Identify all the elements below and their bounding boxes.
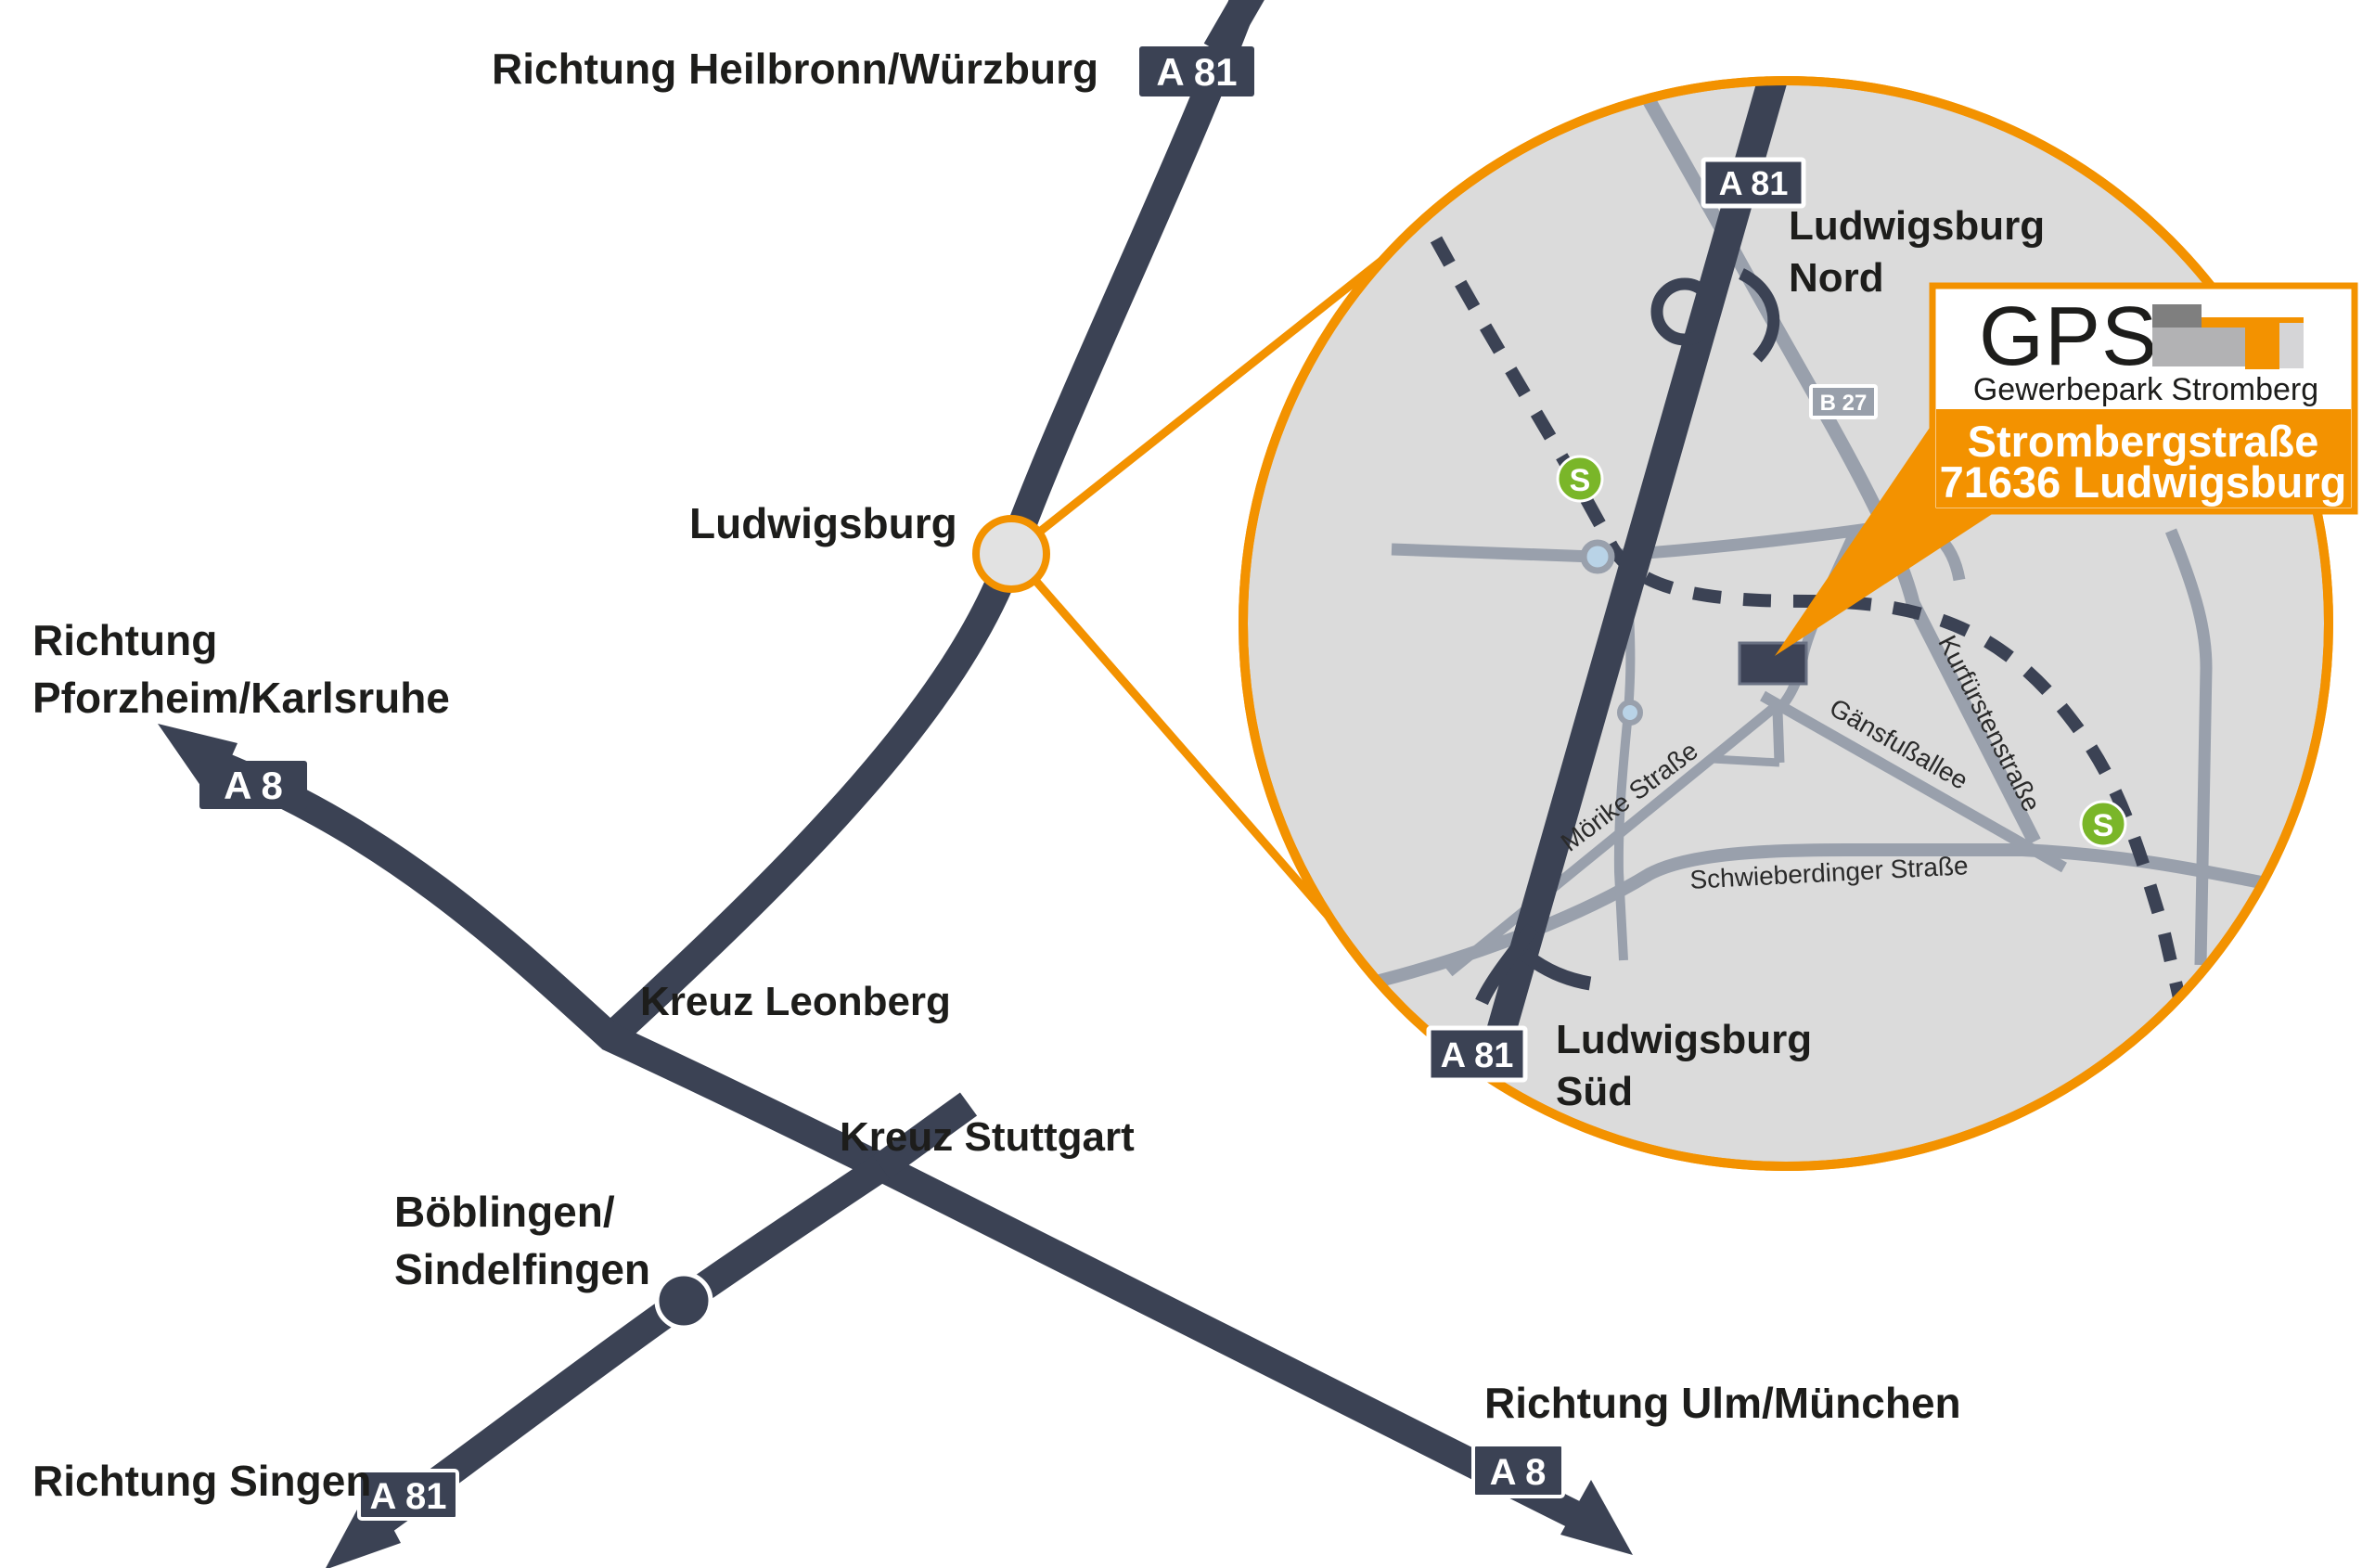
arrowhead-ulm: [1560, 1480, 1633, 1555]
road-moerike: [1445, 703, 1778, 977]
gps-logo-subtitle: Gewerbepark Stromberg: [1973, 372, 2318, 407]
badge-a81-inset-bottom: A 81: [1426, 1025, 1528, 1083]
label-richtung-west-line1: Richtung: [32, 616, 217, 664]
label-richtung-west-line2: Pforzheim/Karlsruhe: [32, 674, 450, 722]
road-a8-east: [874, 1154, 1584, 1529]
building-marker: [1738, 641, 1808, 686]
badge-a81-north-label: A 81: [1156, 50, 1237, 94]
label-kreuz-leonberg: Kreuz Leonberg: [640, 979, 951, 1024]
label-richtung-heilbronn: Richtung Heilbronn/Würzburg: [492, 45, 1098, 93]
badge-a81-inset-top-label: A 81: [1719, 164, 1789, 202]
road-a81-inset: [1449, 81, 1790, 1166]
roundabout-small: [1617, 700, 1643, 726]
label-ludwigsburg-sued-line1: Ludwigsburg: [1556, 1017, 1812, 1062]
badge-b27-label: B 27: [1820, 391, 1868, 416]
sbahn-icon-east-letter: S: [2093, 808, 2114, 843]
callout-address-line1: Strombergstraße: [1968, 417, 2319, 466]
gps-logo-text: GPS: [1979, 290, 2158, 383]
inset-circle-rim: [1239, 76, 2333, 1171]
magnifier-line-bottom: [1029, 574, 1347, 936]
sbahn-icon-north-letter: S: [1570, 463, 1591, 498]
inset-map: A 81 A 81 B 27 Ludwigsburg Nord Ludwigsb…: [1239, 76, 2333, 1171]
label-boeblingen-line2: Sindelfingen: [394, 1245, 650, 1293]
label-richtung-ulm: Richtung Ulm/München: [1484, 1379, 1961, 1427]
magnifier-line-top: [1033, 239, 1406, 538]
interchange-ramps: [1475, 268, 1780, 1006]
badge-a81-south: A 81: [357, 1469, 459, 1521]
railway-line: [1430, 236, 2198, 1052]
label-ludwigsburg-sued-line2: Süd: [1556, 1069, 1633, 1114]
arrowhead-singen: [326, 1485, 401, 1568]
badge-a8-east-label: A 8: [1490, 1452, 1547, 1493]
callout-address-line2: 71636 Ludwigsburg: [1940, 457, 2347, 507]
magnifier-source-circle: [972, 515, 1050, 593]
road-stub-a81-top: [1203, 0, 1265, 59]
badge-a8-west-label: A 8: [224, 764, 283, 807]
road-gaensfussallee: [1760, 690, 2067, 873]
gps-logo-blocks-icon: [2152, 304, 2304, 369]
sbahn-icon-east: S: [2079, 800, 2127, 848]
label-boeblingen-line1: Böblingen/: [394, 1188, 615, 1236]
sbahn-icon-north: S: [1556, 455, 1604, 503]
roundabout-large: [1580, 539, 1615, 574]
gps-logo: GPS Gewerbepark Stromberg: [1973, 290, 2318, 407]
badge-a81-north: A 81: [1139, 46, 1254, 96]
road-stub-stuttgart: [872, 1092, 978, 1179]
road-a8-west: [217, 752, 888, 1180]
inset-circle-fill: [1239, 76, 2333, 1171]
label-richtung-singen: Richtung Singen: [32, 1457, 371, 1505]
boeblingen-marker: [654, 1271, 713, 1330]
badge-a81-inset-bottom-label: A 81: [1441, 1036, 1514, 1075]
badge-a81-south-label: A 81: [369, 1476, 446, 1517]
label-ludwigsburg-nord-line2: Nord: [1789, 255, 1884, 301]
road-cross-stub: [1712, 754, 1780, 767]
badge-a81-inset-top: A 81: [1701, 157, 1806, 209]
badge-a8-east: A 8: [1471, 1443, 1565, 1498]
label-ludwigsburg-nord-line1: Ludwigsburg: [1789, 203, 2045, 249]
label-kreuz-stuttgart: Kreuz Stuttgart: [840, 1114, 1135, 1160]
badge-b27: B 27: [1809, 384, 1878, 419]
badge-a8-west: A 8: [199, 761, 307, 809]
label-ludwigsburg: Ludwigsburg: [689, 499, 957, 547]
callout-address-band: [1936, 409, 2351, 508]
road-right-vertical: [2164, 528, 2213, 966]
address-callout: GPS Gewerbepark Stromberg Strombergstraß…: [1775, 282, 2358, 656]
overview-map: A 81 A 8 A 81 A 8 Richtung Heilbronn/Wür…: [32, 0, 1961, 1568]
